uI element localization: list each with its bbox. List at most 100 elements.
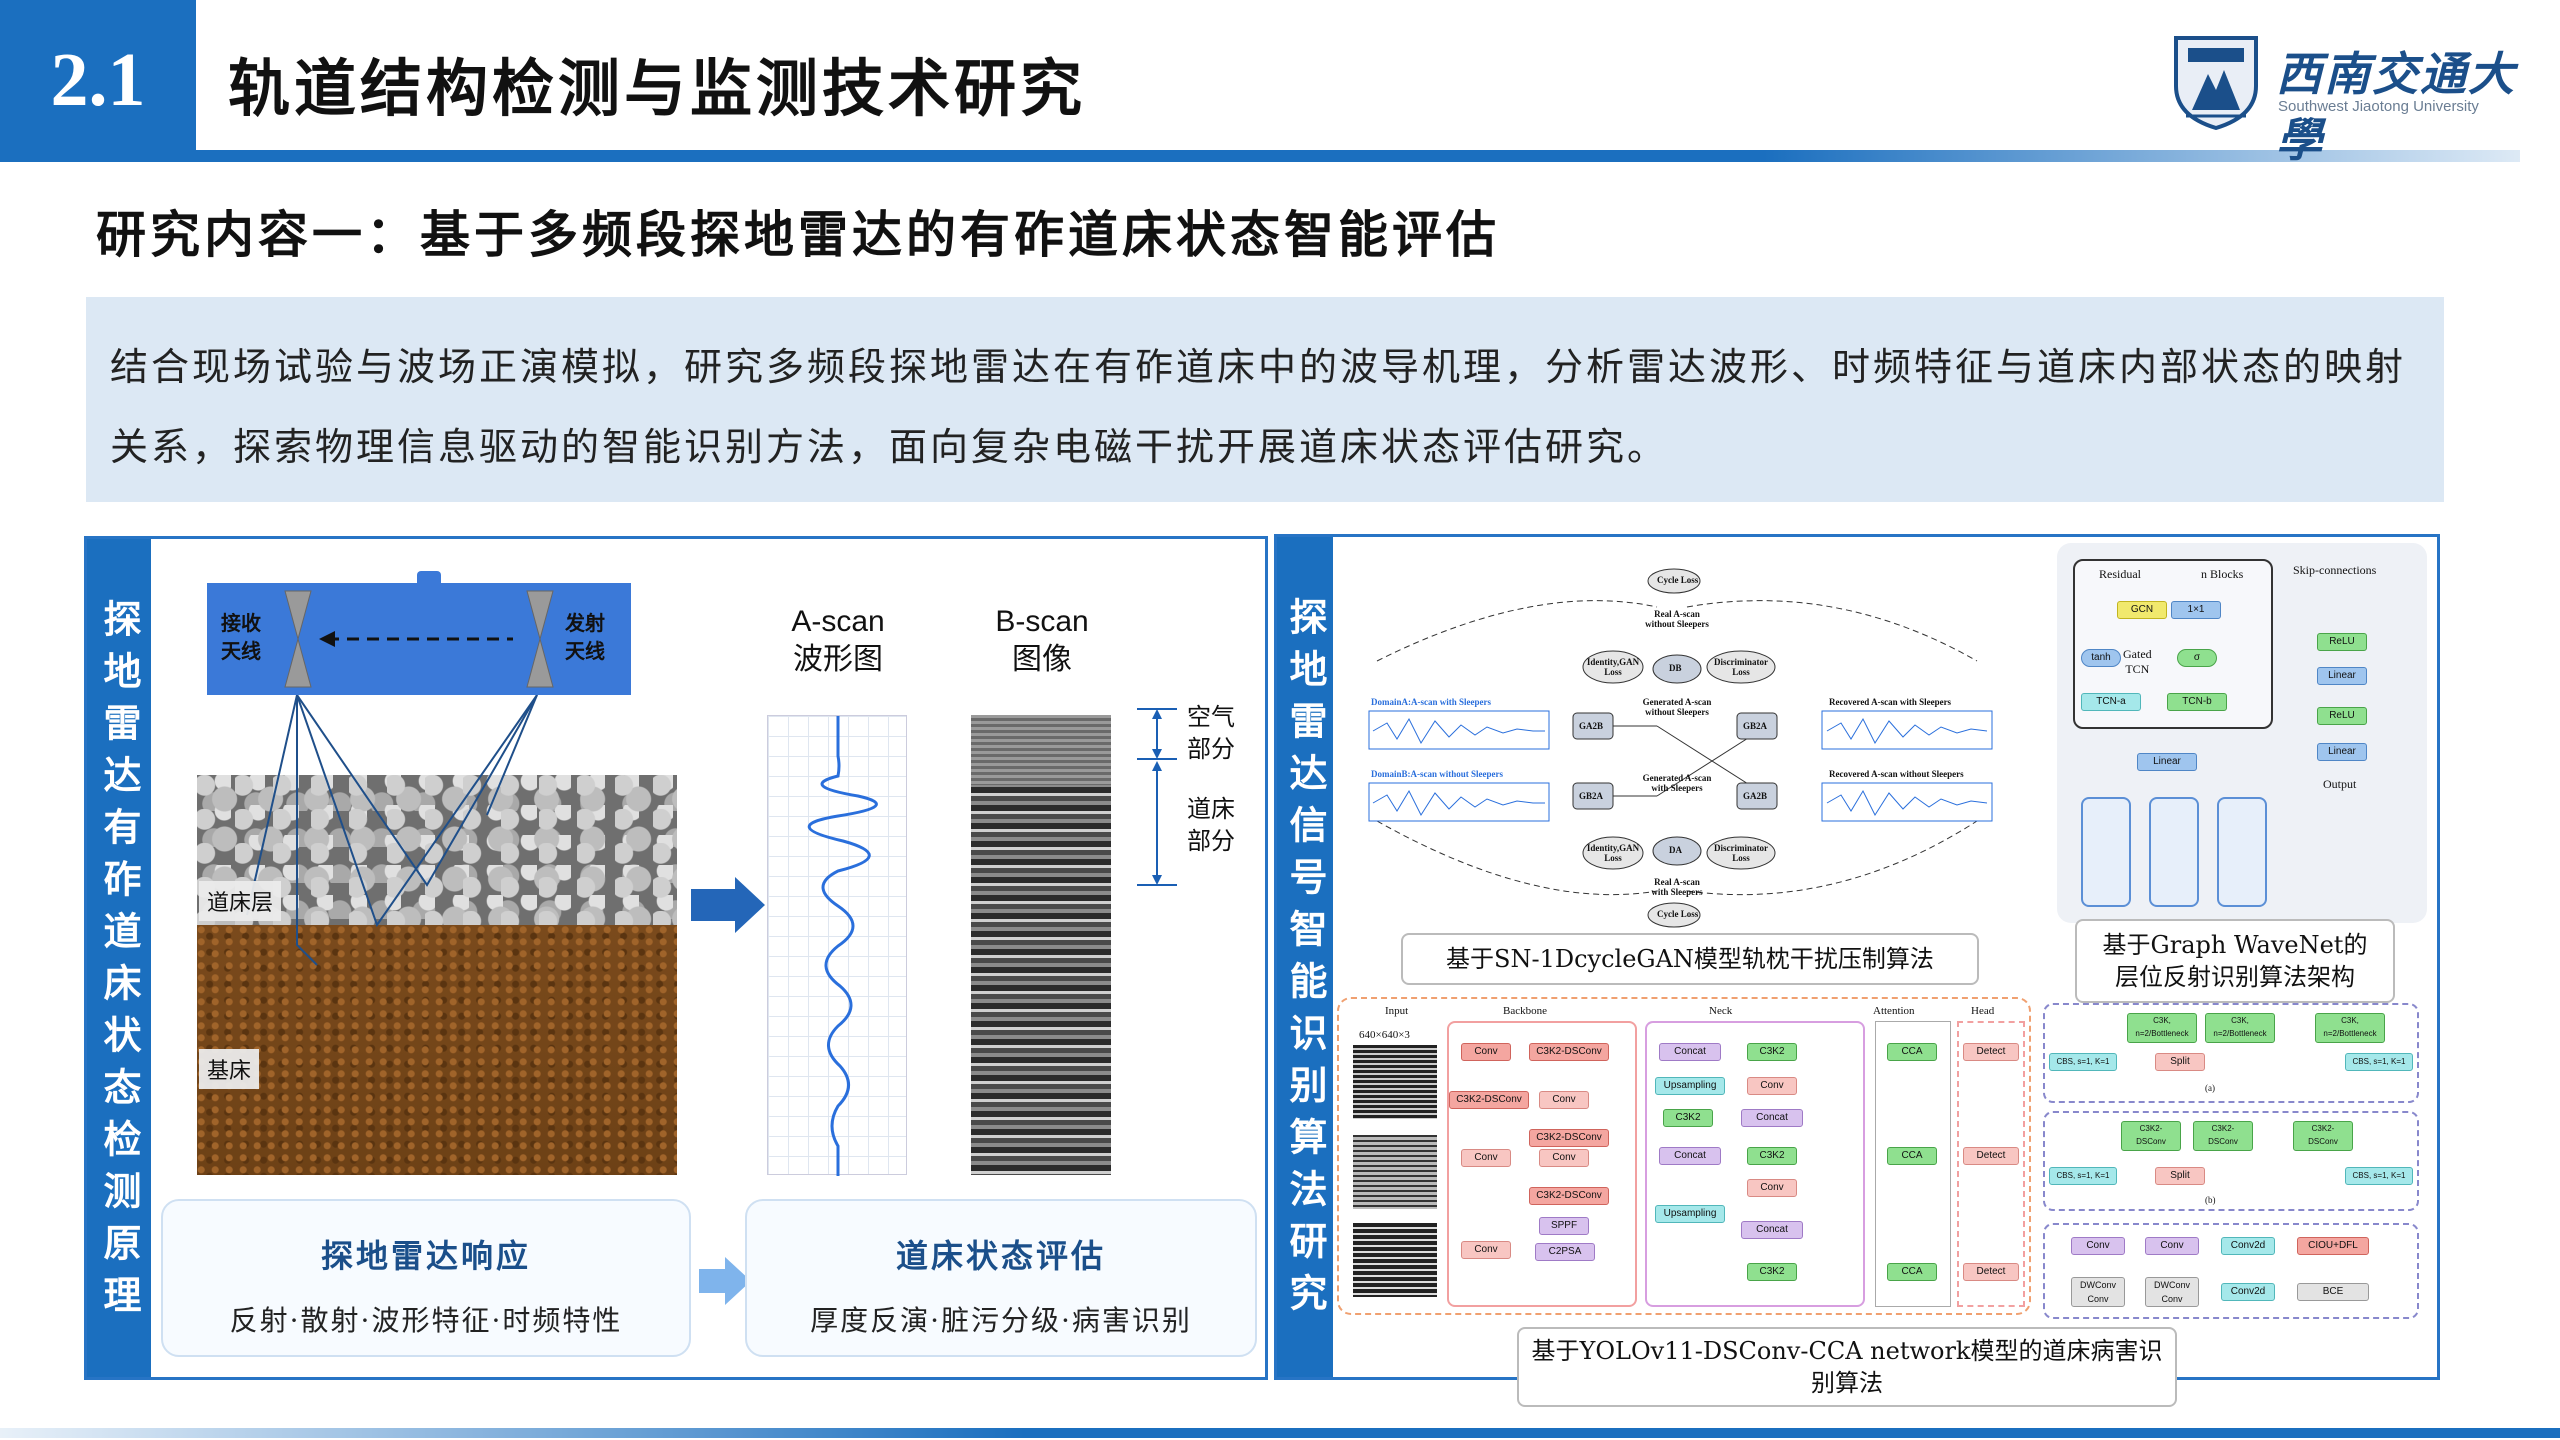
cbs-in-b: CBS, s=1, K=1 [2049,1167,2117,1185]
input-image-1 [1353,1045,1437,1119]
logo-chinese-name: 西南交通大學 [2276,47,2516,167]
cca-block-2: CCA [1887,1147,1937,1165]
c2psa-block: C2PSA [1535,1243,1595,1261]
conv1x1-block: 1×1 [2171,601,2221,619]
neck-region [1645,1021,1865,1307]
cyclegan-diagram: Cycle Loss Real A-scan without Sleepers … [1357,551,1997,931]
ballast-label: 道床层 [199,881,282,921]
principle-panel: 探地雷达有砟道床状态检测原理 接收 天线 发射 天线 道床层 基床 A-scan… [84,536,1268,1380]
cbs-out-b: CBS, s=1, K=1 [2345,1167,2413,1185]
ascan-waveform [767,715,907,1176]
cca-block-3: CCA [1887,1263,1937,1281]
algorithm-panel: 探地雷达信号智能识别算法研究 [1274,534,2440,1407]
domain-a-label: DomainA:A-scan with Sleepers [1371,697,1491,707]
antenna-icons [284,590,554,688]
bscan-image [971,715,1111,1175]
neck-concat-2: Concat [1741,1109,1803,1127]
cbs-in-a: CBS, s=1, K=1 [2049,1053,2117,1071]
ascan-curve [807,716,878,1176]
neck-c3k2-4: C3K2 [1747,1263,1797,1281]
gpr-response-title: 探地雷达响应 [320,1237,531,1275]
output-label: Output [2323,777,2357,791]
detect-block-2: Detect [1963,1147,2019,1165]
split-b: Split [2155,1167,2205,1185]
gated-tcn-label: Gated TCN [2123,647,2152,676]
neck-upsampling-2: Upsampling [1655,1205,1725,1223]
input-image-3 [1353,1223,1437,1297]
dsconv-conv-1: Conv [2071,1237,2125,1255]
dsconv-loss-module: Conv Conv Conv2d CIOU+DFL DWConv Conv DW… [2043,1223,2419,1319]
bed-assessment-subtitle: 厚度反演·脏污分级·病害识别 [810,1304,1192,1337]
principle-side-title-bar: 探地雷达有砟道床状态检测原理 [87,539,151,1377]
c3k2-dsconv-b2: C3K2- DSConv [2193,1121,2253,1151]
card-arrow-icon [699,1257,751,1305]
algorithm-side-title-bar: 探地雷达信号智能识别算法研究 [1277,537,1333,1377]
intro-box: 结合现场试验与波场正演模拟，研究多频段探地雷达在有砟道床中的波导机理，分析雷达波… [86,297,2444,502]
backbone-stage-label: Backbone [1503,1005,1547,1017]
tcn-b-block: TCN-b [2167,693,2227,711]
detect-block-3: Detect [1963,1263,2019,1281]
section-number: 2.1 [0,0,196,160]
neck-upsampling-1: Upsampling [1655,1077,1725,1095]
air-part-label: 空气 部分 [1187,703,1235,763]
header-divider [0,150,2520,162]
relu-block-2: ReLU [2317,707,2367,725]
tanh-block: tanh [2081,649,2121,667]
principle-side-title: 探地雷达有砟道床状态检测原理 [97,599,142,1327]
gab-label-1: GA2B [1579,721,1604,731]
c3k-bottleneck-a2: C3K, n=2/Bottleneck [2205,1013,2275,1043]
head-stage-label: Head [1971,1005,1995,1017]
university-logo: 西南交通大學 Southwest Jiaotong University [2168,30,2538,167]
input-sequence-2 [2149,797,2199,907]
neck-concat-1: Concat [1659,1043,1721,1061]
sigma-block: σ [2177,649,2217,667]
backbone-conv-5: Conv [1461,1241,1511,1259]
input-sequence-1 [2081,797,2131,907]
neck-conv-1: Conv [1747,1077,1797,1095]
n-blocks-label: n Blocks [2201,567,2244,581]
gpr-response-card: 探地雷达响应 反射·散射·波形特征·时频特性 [161,1199,691,1357]
c3k-bottleneck-a1: C3K, n=2/Bottleneck [2127,1013,2197,1043]
disc-loss-bottom: Discriminator Loss [1714,843,1768,863]
yolo-caption: 基于YOLOv11-DSConv-CCA network模型的道床病害识别算法 [1517,1327,2177,1407]
gcn-block: GCN [2117,601,2167,619]
neck-conv-2: Conv [1747,1179,1797,1197]
ascan-title-en: A-scan [791,605,885,638]
c3k-bottleneck-a3: C3K, n=2/Bottleneck [2315,1013,2385,1043]
ray-paths [246,695,538,966]
receive-antenna-label: 接收 天线 [221,611,261,663]
relu-block-1: ReLU [2317,633,2367,651]
dsconv-conv-2: Conv [2145,1237,2199,1255]
real-ascan-without-label: Real A-scan without Sleepers [1645,609,1709,629]
university-emblem-icon [2174,36,2258,131]
bscan-title: B-scan 图像 [967,603,1117,679]
bed-assessment-title: 道床状态评估 [895,1237,1106,1275]
backbone-conv-3: Conv [1461,1149,1511,1167]
domain-b-label: DomainB:A-scan without Sleepers [1371,769,1503,779]
neck-concat-3: Concat [1659,1147,1721,1165]
page-title: 轨道结构检测与监测技术研究 [228,52,1087,125]
cyclegan-connections [1368,568,1993,928]
bscan-title-en: B-scan [995,605,1089,638]
bed-part-label: 道床 部分 [1187,795,1235,855]
bscan-air-region [971,715,1111,785]
identity-loss-bottom: Identity,GAN Loss [1586,843,1640,863]
input-sequence-3 [2217,797,2267,907]
sppf-block: SPPF [1539,1217,1589,1235]
da-label: DA [1669,845,1682,855]
input-image-2 [1353,1135,1437,1209]
dwconv-2: DWConv Conv [2145,1277,2199,1307]
ascan-title: A-scan 波形图 [763,603,913,679]
research-subtitle: 研究内容一：基于多频段探地雷达的有砟道床状态智能评估 [96,205,1500,264]
bce-block: BCE [2297,1283,2369,1301]
label-b: (b) [2205,1195,2216,1205]
gba-label-2: GB2A [1579,791,1604,801]
graph-wavenet-diagram: Residual n Blocks Skip-connections GCN 1… [2057,543,2427,923]
ballast-layer [197,775,677,935]
gpr-device: 接收 天线 发射 天线 [207,583,631,695]
c3k2-dsconv-b3: C3K2- DSConv [2293,1121,2353,1151]
input-stage-label: Input [1385,1005,1409,1017]
backbone-c3k2dsconv-1: C3K2-DSConv [1529,1043,1609,1061]
page-header: 2.1 轨道结构检测与监测技术研究 西南交通大學 Southwest Jiaot… [0,0,2560,167]
detect-block-1: Detect [1963,1043,2019,1061]
